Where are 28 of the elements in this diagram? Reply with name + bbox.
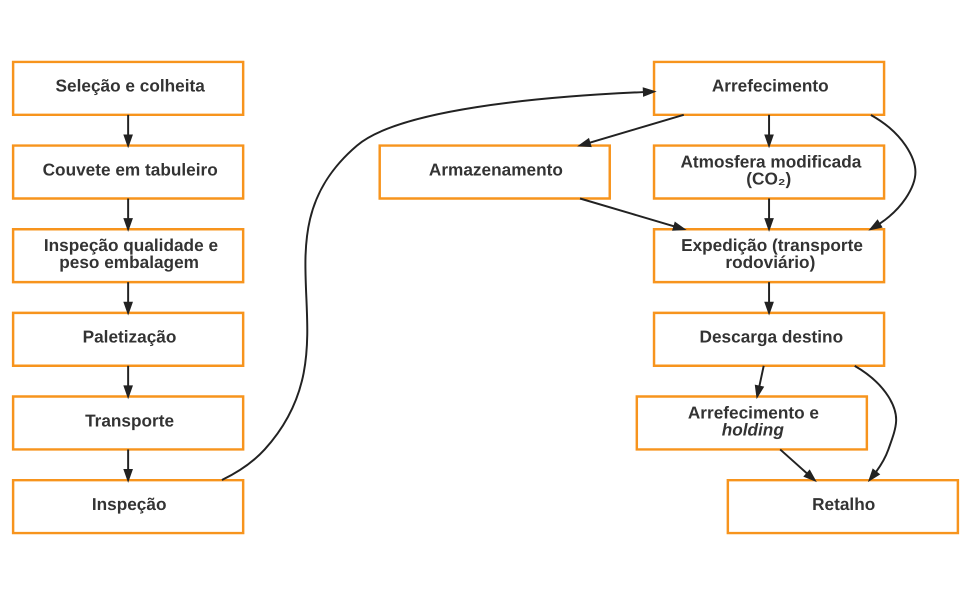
node-box: Couvete em tabuleiro <box>12 144 244 200</box>
node-box: Armazenamento <box>378 144 611 200</box>
arrow <box>123 448 133 482</box>
node-box: Retalho <box>726 478 960 534</box>
node-box: Transporte <box>12 394 244 450</box>
node-box: Inspeção qualidade e peso embalagem <box>12 228 244 283</box>
node-box: Arrefecimento e holding <box>636 394 868 450</box>
arrow <box>764 114 774 148</box>
node-box: Seleção e colheita <box>12 60 244 116</box>
arrow <box>754 365 765 399</box>
arrow <box>123 198 133 232</box>
arrow <box>868 114 916 230</box>
arrow <box>123 365 133 399</box>
arrow <box>123 282 133 316</box>
node-box: Arrefecimento <box>652 60 886 116</box>
node-box: Inspeção <box>12 478 244 534</box>
node-box: Atmosfera modificada (CO₂) <box>652 144 886 200</box>
node-box: Paletização <box>12 311 244 366</box>
arrow <box>577 113 684 147</box>
arrow <box>764 198 774 232</box>
arrow <box>854 364 898 482</box>
arrow <box>580 197 687 230</box>
node-box: Descarga destino <box>652 311 886 366</box>
arrow <box>764 282 774 316</box>
arrow <box>123 114 133 148</box>
arrow <box>779 448 817 482</box>
arrow <box>221 86 657 480</box>
node-box: Expedição (transporte rodoviário) <box>652 228 886 283</box>
